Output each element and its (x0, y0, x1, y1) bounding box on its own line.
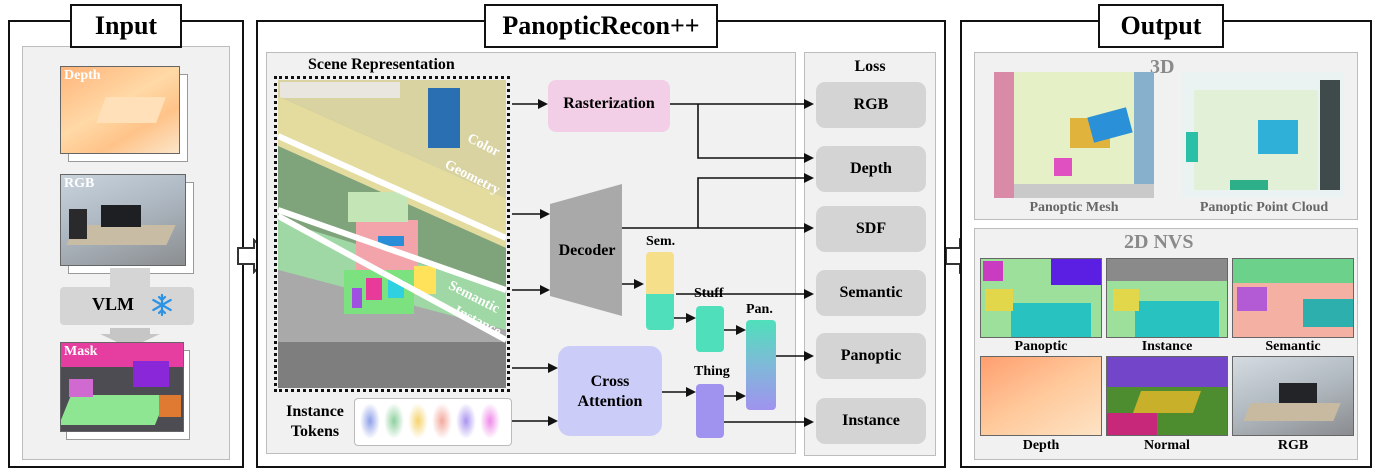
nvs-instance-gray (1107, 259, 1227, 281)
pc-green-rug (1230, 180, 1268, 190)
depth-input-image (60, 66, 180, 154)
pc-floor (1194, 90, 1318, 190)
rgb-monitor-shape (101, 205, 141, 227)
nvs-rgb-monitor (1279, 383, 1317, 403)
nvs-rgb-label: RGB (1277, 438, 1309, 453)
stuff-feature-bar (696, 306, 724, 352)
mask-pink-region (69, 379, 93, 397)
panoptic-pointcloud-image (1182, 72, 1344, 198)
mesh-pink-object (1054, 158, 1072, 176)
instance-tokens-graphic (360, 403, 500, 439)
nvs-rgb-desk (1243, 403, 1341, 421)
rgb-input-label: RGB (64, 176, 95, 191)
mesh-floor-band (1014, 184, 1154, 198)
mask-input-image (60, 342, 184, 432)
pan-label: Pan. (746, 302, 773, 317)
panoptic-pointcloud-label: Panoptic Point Cloud (1199, 200, 1329, 215)
loss-panoptic: Panoptic (816, 333, 926, 379)
mesh-left-wall (994, 72, 1014, 198)
decoder-label: Decoder (558, 242, 616, 259)
nvs-instance-label: Instance (1141, 339, 1193, 354)
instance-token-3 (408, 403, 428, 439)
loss-instance: Instance (816, 398, 926, 444)
loss-title: Loss (854, 58, 886, 75)
nvs-instance-image (1106, 258, 1228, 338)
mask-purple-region (133, 361, 169, 387)
input-title: Input (70, 4, 182, 48)
nvs-normal-purple (1107, 357, 1227, 387)
rasterization-label: Rasterization (563, 95, 655, 112)
cross-attention-label: Cross Attention (577, 373, 643, 410)
nvs-panoptic-yellow (985, 289, 1013, 311)
scene-representation-image (278, 80, 506, 388)
nvs-depth-image (980, 356, 1102, 436)
depth-input-label: Depth (64, 68, 101, 83)
vlm-arrow-graphic (100, 268, 160, 348)
instance-token-6 (480, 403, 500, 439)
sem-label: Sem. (646, 234, 676, 249)
nvs-semantic-label: Semantic (1265, 339, 1321, 354)
panoptic-mesh-label: Panoptic Mesh (1029, 200, 1119, 215)
nvs-normal-magenta (1107, 413, 1157, 435)
nvs-panoptic-cyan (1011, 303, 1091, 337)
pc-right-wall (1320, 80, 1340, 190)
nvs-panoptic-magenta (983, 261, 1003, 281)
snowflake-icon (152, 293, 172, 317)
nvs-normal-yellow (1132, 391, 1202, 413)
nvs-normal-image (1106, 356, 1228, 436)
nvs-semantic-teal (1303, 299, 1353, 327)
nvs-panoptic-label: Panoptic (1014, 339, 1068, 354)
loss-depth: Depth (816, 146, 926, 192)
nvs-semantic-image (1232, 258, 1354, 338)
nvs-instance-yellow (1113, 289, 1139, 311)
nvs-rgb-image (1232, 356, 1354, 436)
nvs-panoptic-image (980, 258, 1102, 338)
rgb-input-image (60, 174, 186, 266)
nvs-depth-label: Depth (1022, 438, 1060, 453)
scene-representation-box (274, 76, 510, 392)
instance-tokens-label: Instance Tokens (286, 403, 344, 440)
mesh-right-wall (1134, 72, 1154, 184)
scene-representation-label: Scene Representation (308, 56, 455, 73)
vlm-box (60, 287, 194, 325)
nvs-panoptic-purple (1051, 259, 1101, 285)
mask-orange-region (159, 395, 181, 417)
loss-sdf: SDF (816, 206, 926, 252)
thing-label: Thing (694, 364, 730, 379)
sem-feature-bottom (646, 294, 674, 330)
pc-left-object (1186, 132, 1198, 162)
panoptic-mesh-image (994, 72, 1154, 198)
sem-feature-bar (646, 252, 674, 330)
mask-input-label: Mask (64, 344, 98, 359)
decoder-shape (550, 184, 622, 316)
vlm-label: VLM (92, 294, 134, 314)
cross-attention-box (558, 346, 662, 436)
rasterization-box (548, 80, 670, 132)
instance-token-2 (384, 403, 404, 439)
nvs-semantic-green (1233, 259, 1353, 283)
nvs-semantic-purple (1237, 287, 1267, 311)
nvs-normal-label: Normal (1144, 438, 1190, 453)
thing-feature-bar (696, 384, 724, 438)
method-title: PanopticRecon++ (484, 4, 718, 48)
stuff-label: Stuff (694, 286, 724, 301)
pc-objects (1258, 120, 1298, 154)
output-3d-title: 3D (1150, 56, 1175, 78)
loss-rgb: RGB (816, 82, 926, 128)
output-2d-title: 2D NVS (1124, 231, 1194, 253)
loss-semantic: Semantic (816, 270, 926, 316)
rgb-chair-shape (69, 209, 87, 239)
output-title: Output (1098, 4, 1224, 48)
instance-token-4 (432, 403, 452, 439)
pan-feature-bar (746, 320, 776, 410)
sem-feature-top (646, 252, 674, 294)
instance-token-5 (456, 403, 476, 439)
instance-token-1 (360, 403, 380, 439)
mesh-objects (1087, 107, 1133, 143)
nvs-instance-cyan (1135, 301, 1219, 337)
